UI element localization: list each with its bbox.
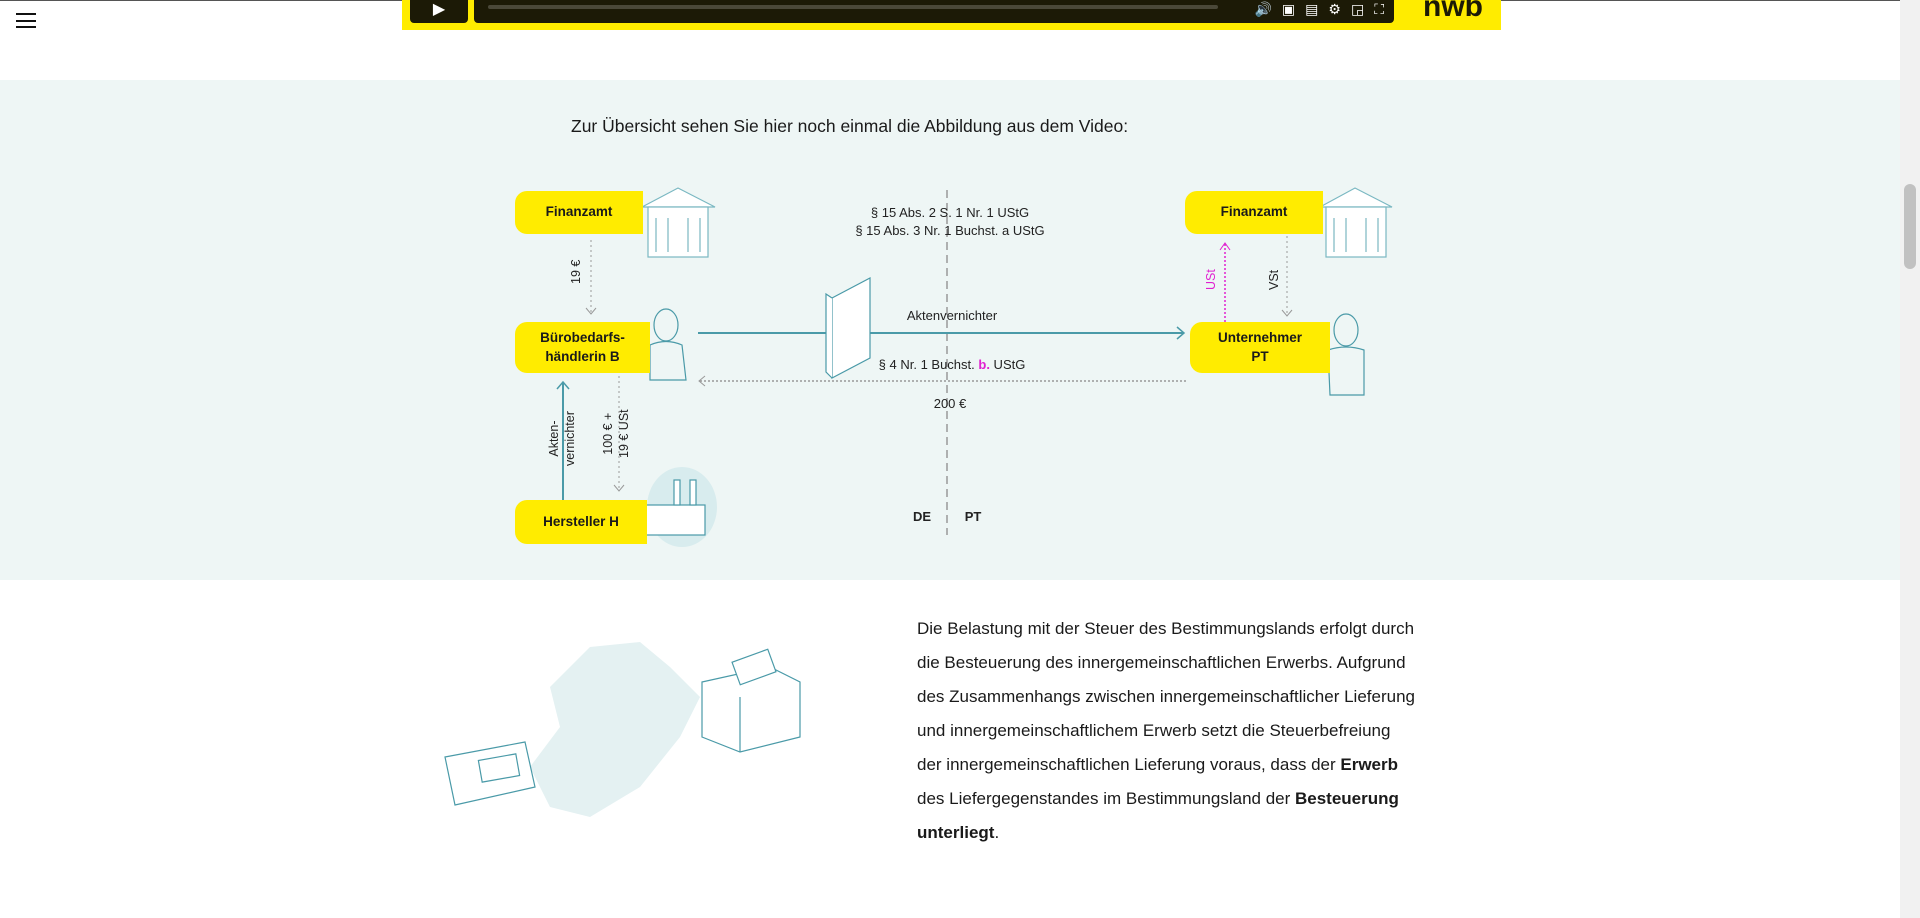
scrollbar[interactable]	[1900, 0, 1920, 918]
eu-trade-illustration	[444, 642, 801, 817]
pip-icon[interactable]: ◲	[1350, 1, 1365, 17]
wallet-icon	[444, 741, 536, 806]
video-controls: 🔊 ▣ ▤ ⚙ ◲ ⛶	[474, 0, 1394, 23]
parcel-icon	[701, 648, 801, 753]
scrollbar-thumb[interactable]	[1904, 184, 1916, 269]
law-reference-2: § 15 Abs. 3 Nr. 1 Buchst. a UStG	[855, 223, 1045, 238]
body-text-part: des Liefergegenstandes im Bestimmungslan…	[917, 789, 1295, 808]
menu-button[interactable]	[16, 13, 36, 28]
arrow-head	[585, 307, 597, 315]
body-text: Die Belastung mit der Steuer des Bestimm…	[917, 612, 1417, 850]
captions-icon[interactable]: ▣	[1281, 1, 1296, 17]
play-button[interactable]: ▶	[410, 0, 468, 23]
haendlerin-box: Bürobedarfs- händlerin B	[515, 322, 650, 373]
arrow-head	[556, 380, 570, 390]
country-de: DE	[912, 509, 932, 524]
delivery-label: Aktenvernichter	[906, 308, 998, 323]
building-icon	[641, 187, 716, 258]
body-bold-besteuerung: Besteuerung unterliegt	[917, 789, 1399, 842]
logo: nwb	[1423, 0, 1483, 23]
law3-text: UStG	[989, 357, 1026, 372]
finanzamt-left-box: Finanzamt	[515, 191, 643, 234]
ust-label: USt	[1204, 269, 1218, 290]
arrow-head	[698, 375, 706, 387]
law3-highlight: b.	[978, 357, 990, 372]
transcript-icon[interactable]: ▤	[1305, 1, 1319, 17]
video-player[interactable]: ▶ 🔊 ▣ ▤ ⚙ ◲ ⛶ nwb	[402, 0, 1501, 30]
progress-slider[interactable]	[488, 5, 1218, 9]
body-text-part: Die Belastung mit der Steuer des Bestimm…	[917, 619, 1415, 774]
woman-illustration-icon	[649, 308, 687, 381]
country-pt: PT	[964, 509, 982, 524]
finanzamt-right-box: Finanzamt	[1185, 191, 1323, 234]
akten-vertical-label: Akten- vernichter	[547, 411, 578, 466]
arrow-head	[1176, 326, 1186, 340]
arrow-head	[1219, 242, 1231, 251]
factory-icon	[644, 467, 717, 547]
body-bold-erwerb: Erwerb	[1340, 755, 1398, 774]
arrow-head	[1281, 309, 1293, 317]
diagram-section	[0, 80, 1900, 580]
body-text-part: .	[994, 823, 1000, 842]
law-reference-1: § 15 Abs. 2 S. 1 Nr. 1 UStG	[870, 205, 1030, 220]
man-illustration-icon	[1327, 313, 1365, 396]
law-reference-3: § 4 Nr. 1 Buchst. b. UStG	[879, 357, 1026, 372]
building-icon	[1319, 187, 1393, 258]
vst-label: VSt	[1267, 269, 1281, 290]
price-label: 200 €	[933, 396, 967, 411]
intro-text: Zur Übersicht sehen Sie hier noch einmal…	[571, 116, 1129, 136]
payment-vertical-label: 100 € + 19 € USt	[601, 409, 632, 458]
arrow-head	[613, 484, 625, 492]
tax-19-label: 19 €	[569, 259, 583, 284]
fullscreen-icon[interactable]: ⛶	[1374, 1, 1384, 17]
hersteller-box: Hersteller H	[515, 500, 647, 544]
settings-icon[interactable]: ⚙	[1328, 1, 1341, 17]
unternehmer-box: Unternehmer PT	[1190, 322, 1330, 373]
law3-text: § 4 Nr. 1 Buchst.	[878, 357, 979, 372]
binder-icon	[825, 277, 871, 379]
volume-icon[interactable]: 🔊	[1254, 1, 1272, 17]
